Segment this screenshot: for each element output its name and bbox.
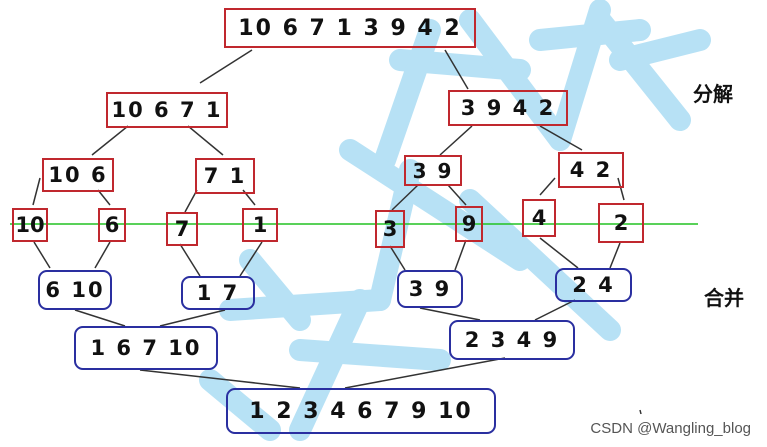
- merge-6-10: 6 10: [38, 270, 112, 310]
- footer-credit: CSDN @Wangling_blog: [590, 420, 751, 437]
- leaf-10: 10: [12, 208, 48, 242]
- leaf-3: 3: [375, 210, 405, 248]
- label-merge: 合并: [704, 286, 744, 310]
- label-split: 分解: [693, 82, 733, 106]
- split-3-9: 3 9: [404, 155, 462, 186]
- leaf-9: 9: [455, 206, 483, 242]
- merge-3-9: 3 9: [397, 270, 463, 308]
- leaf-2: 2: [598, 203, 644, 243]
- merge-1-6-7-10: 1 6 7 10: [74, 326, 218, 370]
- leaf-1: 1: [242, 208, 278, 242]
- merge-final-sorted: 1 2 3 4 6 7 9 10: [226, 388, 496, 434]
- split-10-6: 10 6: [42, 158, 114, 192]
- merge-1-7: 1 7: [181, 276, 255, 310]
- split-4-2: 4 2: [558, 152, 624, 188]
- merge-2-4: 2 4: [555, 268, 632, 302]
- leaf-4: 4: [522, 199, 556, 237]
- split-right-half: 3 9 4 2: [448, 90, 568, 126]
- split-left-half: 10 6 7 1: [106, 92, 228, 128]
- split-root: 10 6 7 1 3 9 4 2: [224, 8, 476, 48]
- leaf-7: 7: [166, 212, 198, 246]
- merge-2-3-4-9: 2 3 4 9: [449, 320, 575, 360]
- split-7-1: 7 1: [195, 158, 255, 194]
- leaf-6: 6: [98, 208, 126, 242]
